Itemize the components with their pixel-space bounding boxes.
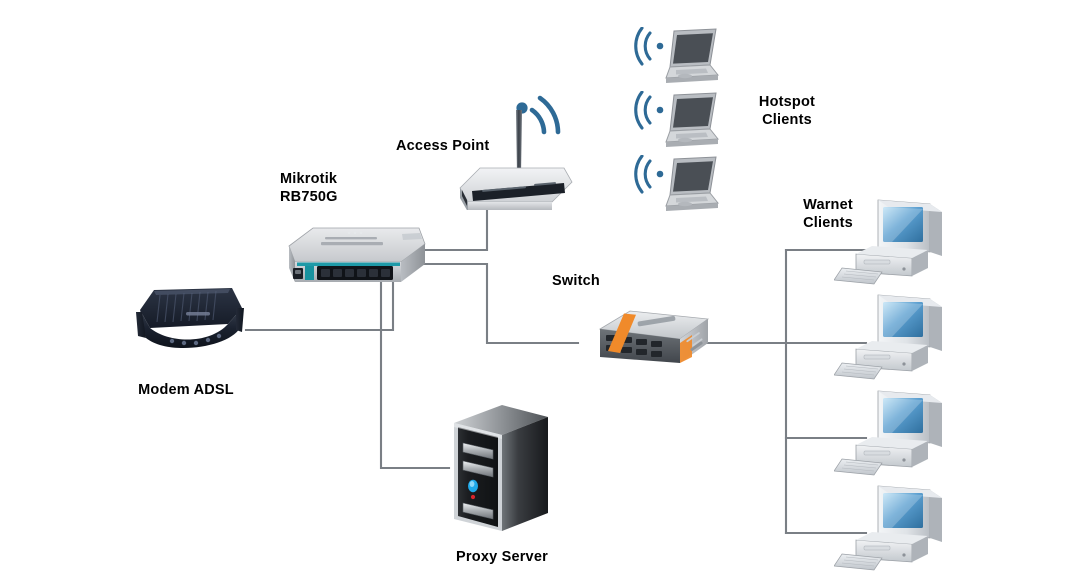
wire-router-to-accesspoint xyxy=(422,203,489,252)
label-proxy-server: Proxy Server xyxy=(456,549,548,565)
device-modem-adsl[interactable] xyxy=(124,282,248,364)
device-desktop-3[interactable] xyxy=(833,389,952,479)
label-mikrotik-router: Mikrotik RB750G xyxy=(280,171,338,206)
wire-router-to-switch xyxy=(422,262,580,345)
label-hotspot-clients: Hotspot Clients xyxy=(758,94,816,129)
device-mikrotik-router[interactable] xyxy=(283,224,431,296)
label-access-point: Access Point xyxy=(396,138,490,154)
device-laptop-1[interactable] xyxy=(630,26,722,89)
device-switch[interactable] xyxy=(568,305,714,381)
device-laptop-3[interactable] xyxy=(630,154,722,217)
wire-modem-to-router xyxy=(244,260,395,332)
wifi-arcs xyxy=(634,90,652,130)
label-modem-adsl: Modem ADSL xyxy=(138,382,234,398)
label-warnet-clients: Warnet Clients xyxy=(803,197,853,232)
wire-router-to-proxy xyxy=(379,266,451,470)
label-switch: Switch xyxy=(552,273,600,289)
wifi-arcs xyxy=(529,95,561,135)
wifi-arcs xyxy=(634,26,652,66)
device-proxy-server[interactable] xyxy=(446,399,556,541)
device-desktop-2[interactable] xyxy=(833,293,952,383)
wifi-arcs xyxy=(634,154,652,194)
device-laptop-2[interactable] xyxy=(630,90,722,153)
device-desktop-1[interactable] xyxy=(833,198,952,288)
device-desktop-4[interactable] xyxy=(833,484,952,574)
device-access-point[interactable] xyxy=(452,86,582,212)
